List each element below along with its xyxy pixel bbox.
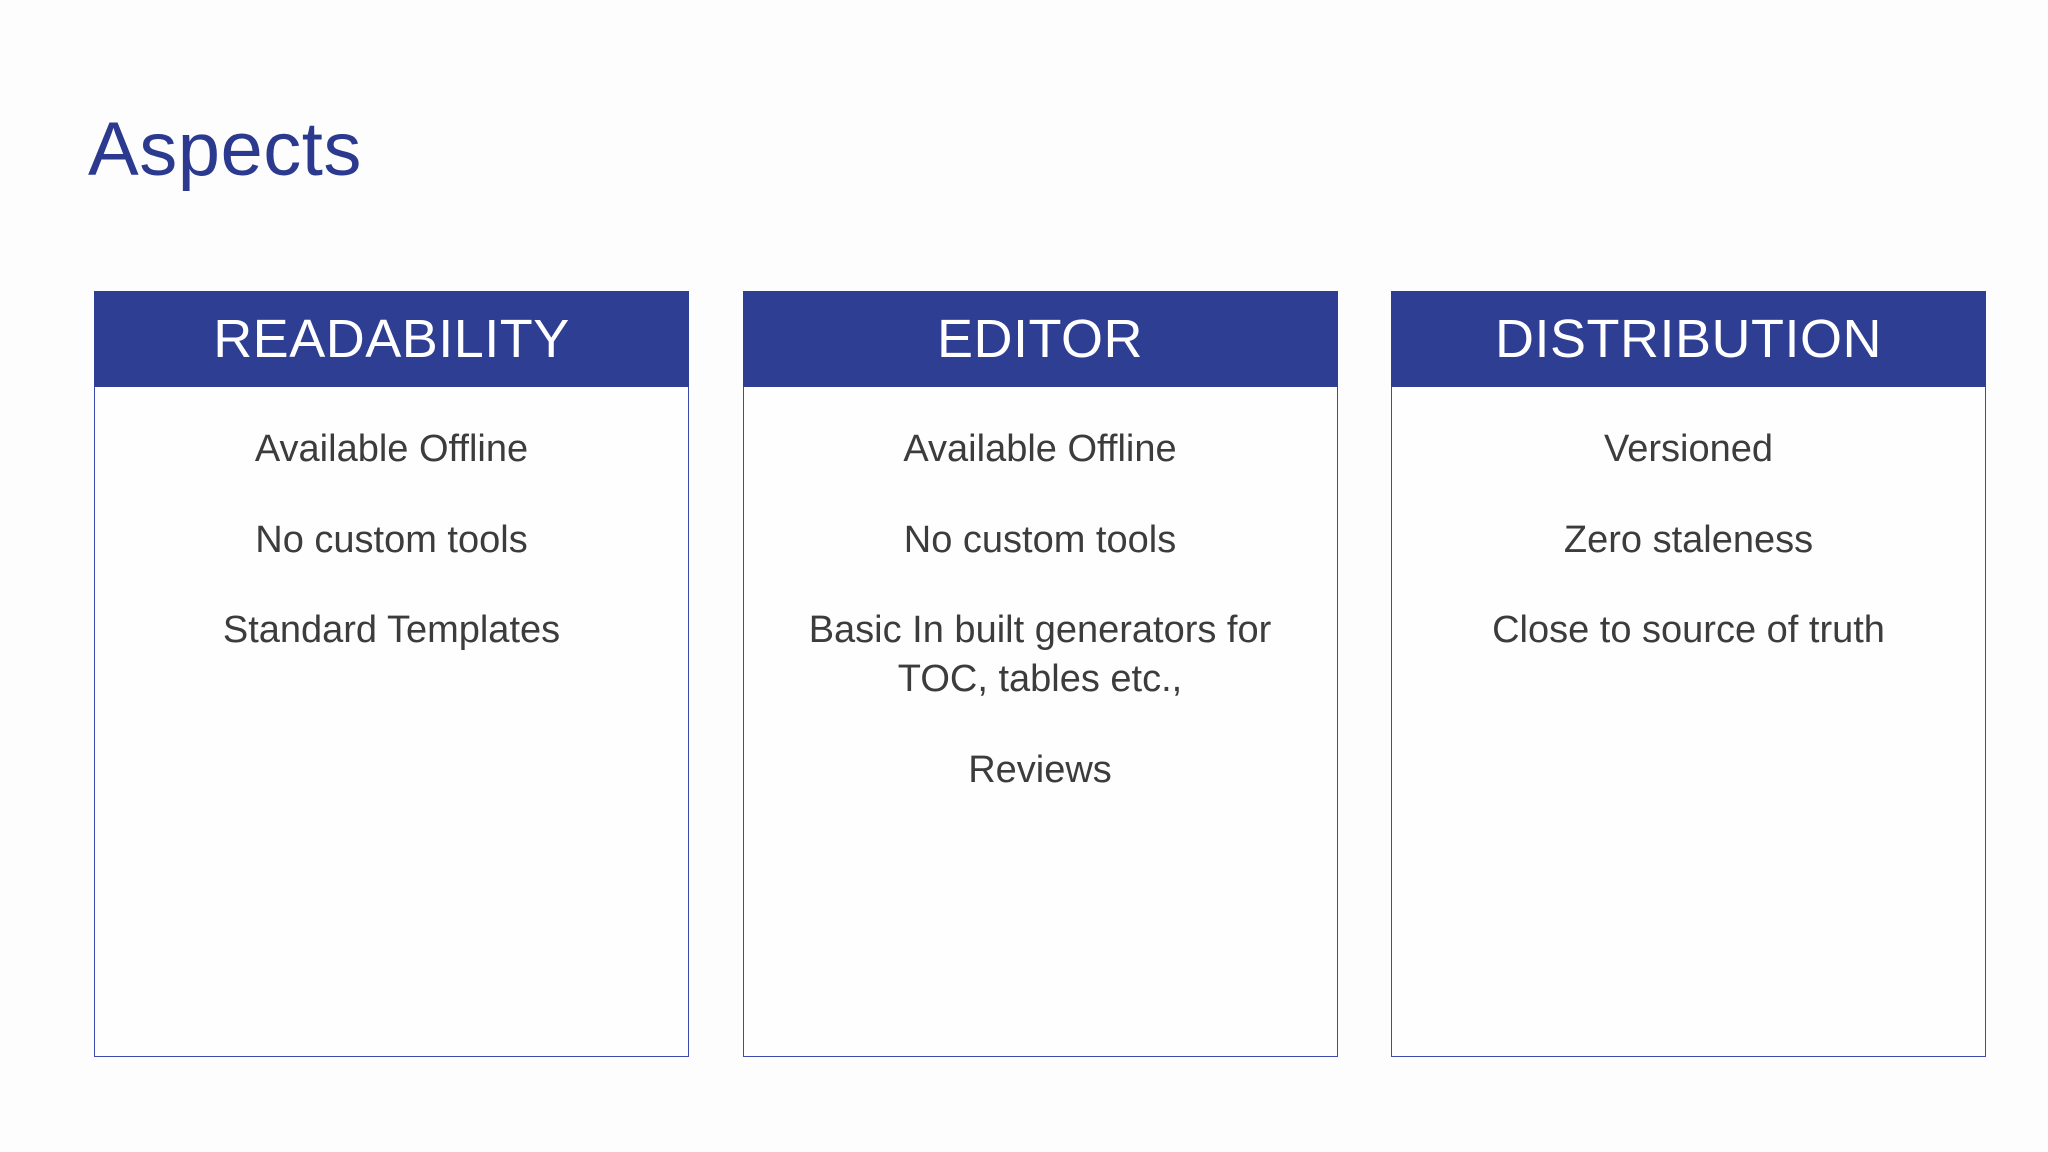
card-body-editor: Available Offline No custom tools Basic … (742, 387, 1338, 1057)
card-header-label: READABILITY (213, 309, 570, 369)
card-header-readability: READABILITY (94, 291, 689, 387)
list-item: Standard Templates (222, 609, 561, 652)
list-item: Reviews (968, 748, 1112, 791)
list-item: No custom tools (255, 518, 528, 561)
aspect-cards-row: READABILITY Available Offline No custom … (94, 291, 1986, 1057)
aspect-card-distribution[interactable]: DISTRIBUTION Versioned Zero staleness Cl… (1391, 291, 1986, 1057)
list-item: Basic In built generators for TOC, table… (808, 609, 1272, 700)
aspect-card-readability[interactable]: READABILITY Available Offline No custom … (94, 291, 689, 1057)
list-item: Close to source of truth (1492, 609, 1885, 652)
list-item: Zero staleness (1563, 518, 1814, 561)
aspect-card-editor[interactable]: EDITOR Available Offline No custom tools… (742, 291, 1338, 1057)
card-header-distribution: DISTRIBUTION (1391, 291, 1986, 387)
list-item: Versioned (1603, 428, 1773, 470)
card-header-label: EDITOR (936, 309, 1144, 369)
card-body-readability: Available Offline No custom tools Standa… (94, 387, 689, 1057)
list-item: Available Offline (903, 428, 1177, 470)
card-header-editor: EDITOR (742, 291, 1338, 387)
card-body-distribution: Versioned Zero staleness Close to source… (1391, 387, 1986, 1057)
list-item: No custom tools (903, 518, 1177, 561)
card-header-label: DISTRIBUTION (1494, 309, 1882, 369)
page-title: Aspects (88, 107, 362, 192)
list-item: Available Offline (254, 428, 529, 470)
